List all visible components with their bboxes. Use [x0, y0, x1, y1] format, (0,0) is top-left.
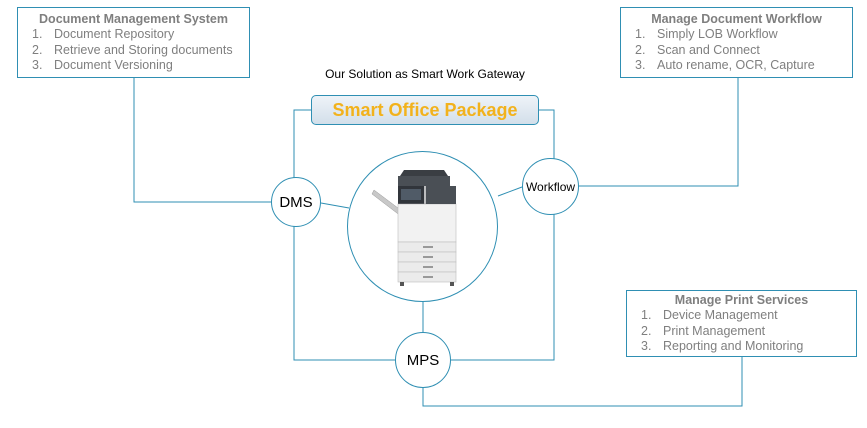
workflow-connector: [578, 78, 739, 187]
smart-office-package-banner: Smart Office Package: [311, 95, 539, 125]
gateway-label: Our Solution as Smart Work Gateway: [325, 67, 525, 81]
dms-center-link: [320, 202, 350, 209]
dms-list: 1.Document Repository 2.Retrieve and Sto…: [32, 27, 249, 74]
mps-box-title: Manage Print Services: [674, 293, 809, 307]
frame-left: [293, 109, 395, 361]
list-item: 1.Simply LOB Workflow: [635, 27, 778, 41]
frame-right: [451, 109, 555, 361]
dms-box-title: Document Management System: [39, 12, 228, 26]
workflow-center-link: [497, 186, 523, 197]
mps-list: 1.Device Management 2.Print Management 3…: [641, 308, 856, 355]
printer-circle: [347, 151, 498, 302]
workflow-list: 1.Simply LOB Workflow 2.Scan and Connect…: [635, 27, 852, 74]
list-item: 2.Retrieve and Storing documents: [32, 42, 233, 57]
printer-icon: [371, 169, 456, 286]
list-item: 2.Print Management: [641, 323, 766, 338]
list-item: 3.Auto rename, OCR, Capture: [635, 58, 815, 72]
list-item: 3.Reporting and Monitoring: [641, 339, 804, 353]
list-item: 2.Scan and Connect: [635, 42, 760, 57]
list-item: 3.Document Versioning: [32, 58, 173, 72]
dms-node: DMS: [271, 177, 321, 227]
dms-box: Document Management System 1.Document Re…: [17, 7, 250, 78]
mps-node: MPS: [395, 332, 451, 388]
mps-box: Manage Print Services 1.Device Managemen…: [626, 290, 857, 357]
list-item: 1.Device Management: [641, 308, 778, 322]
workflow-box: Manage Document Workflow 1.Simply LOB Wo…: [620, 7, 853, 78]
mps-connector: [422, 357, 743, 407]
workflow-box-title: Manage Document Workflow: [651, 12, 822, 26]
dms-connector: [133, 78, 271, 203]
workflow-node: Workflow: [522, 158, 579, 215]
list-item: 1.Document Repository: [32, 27, 175, 41]
